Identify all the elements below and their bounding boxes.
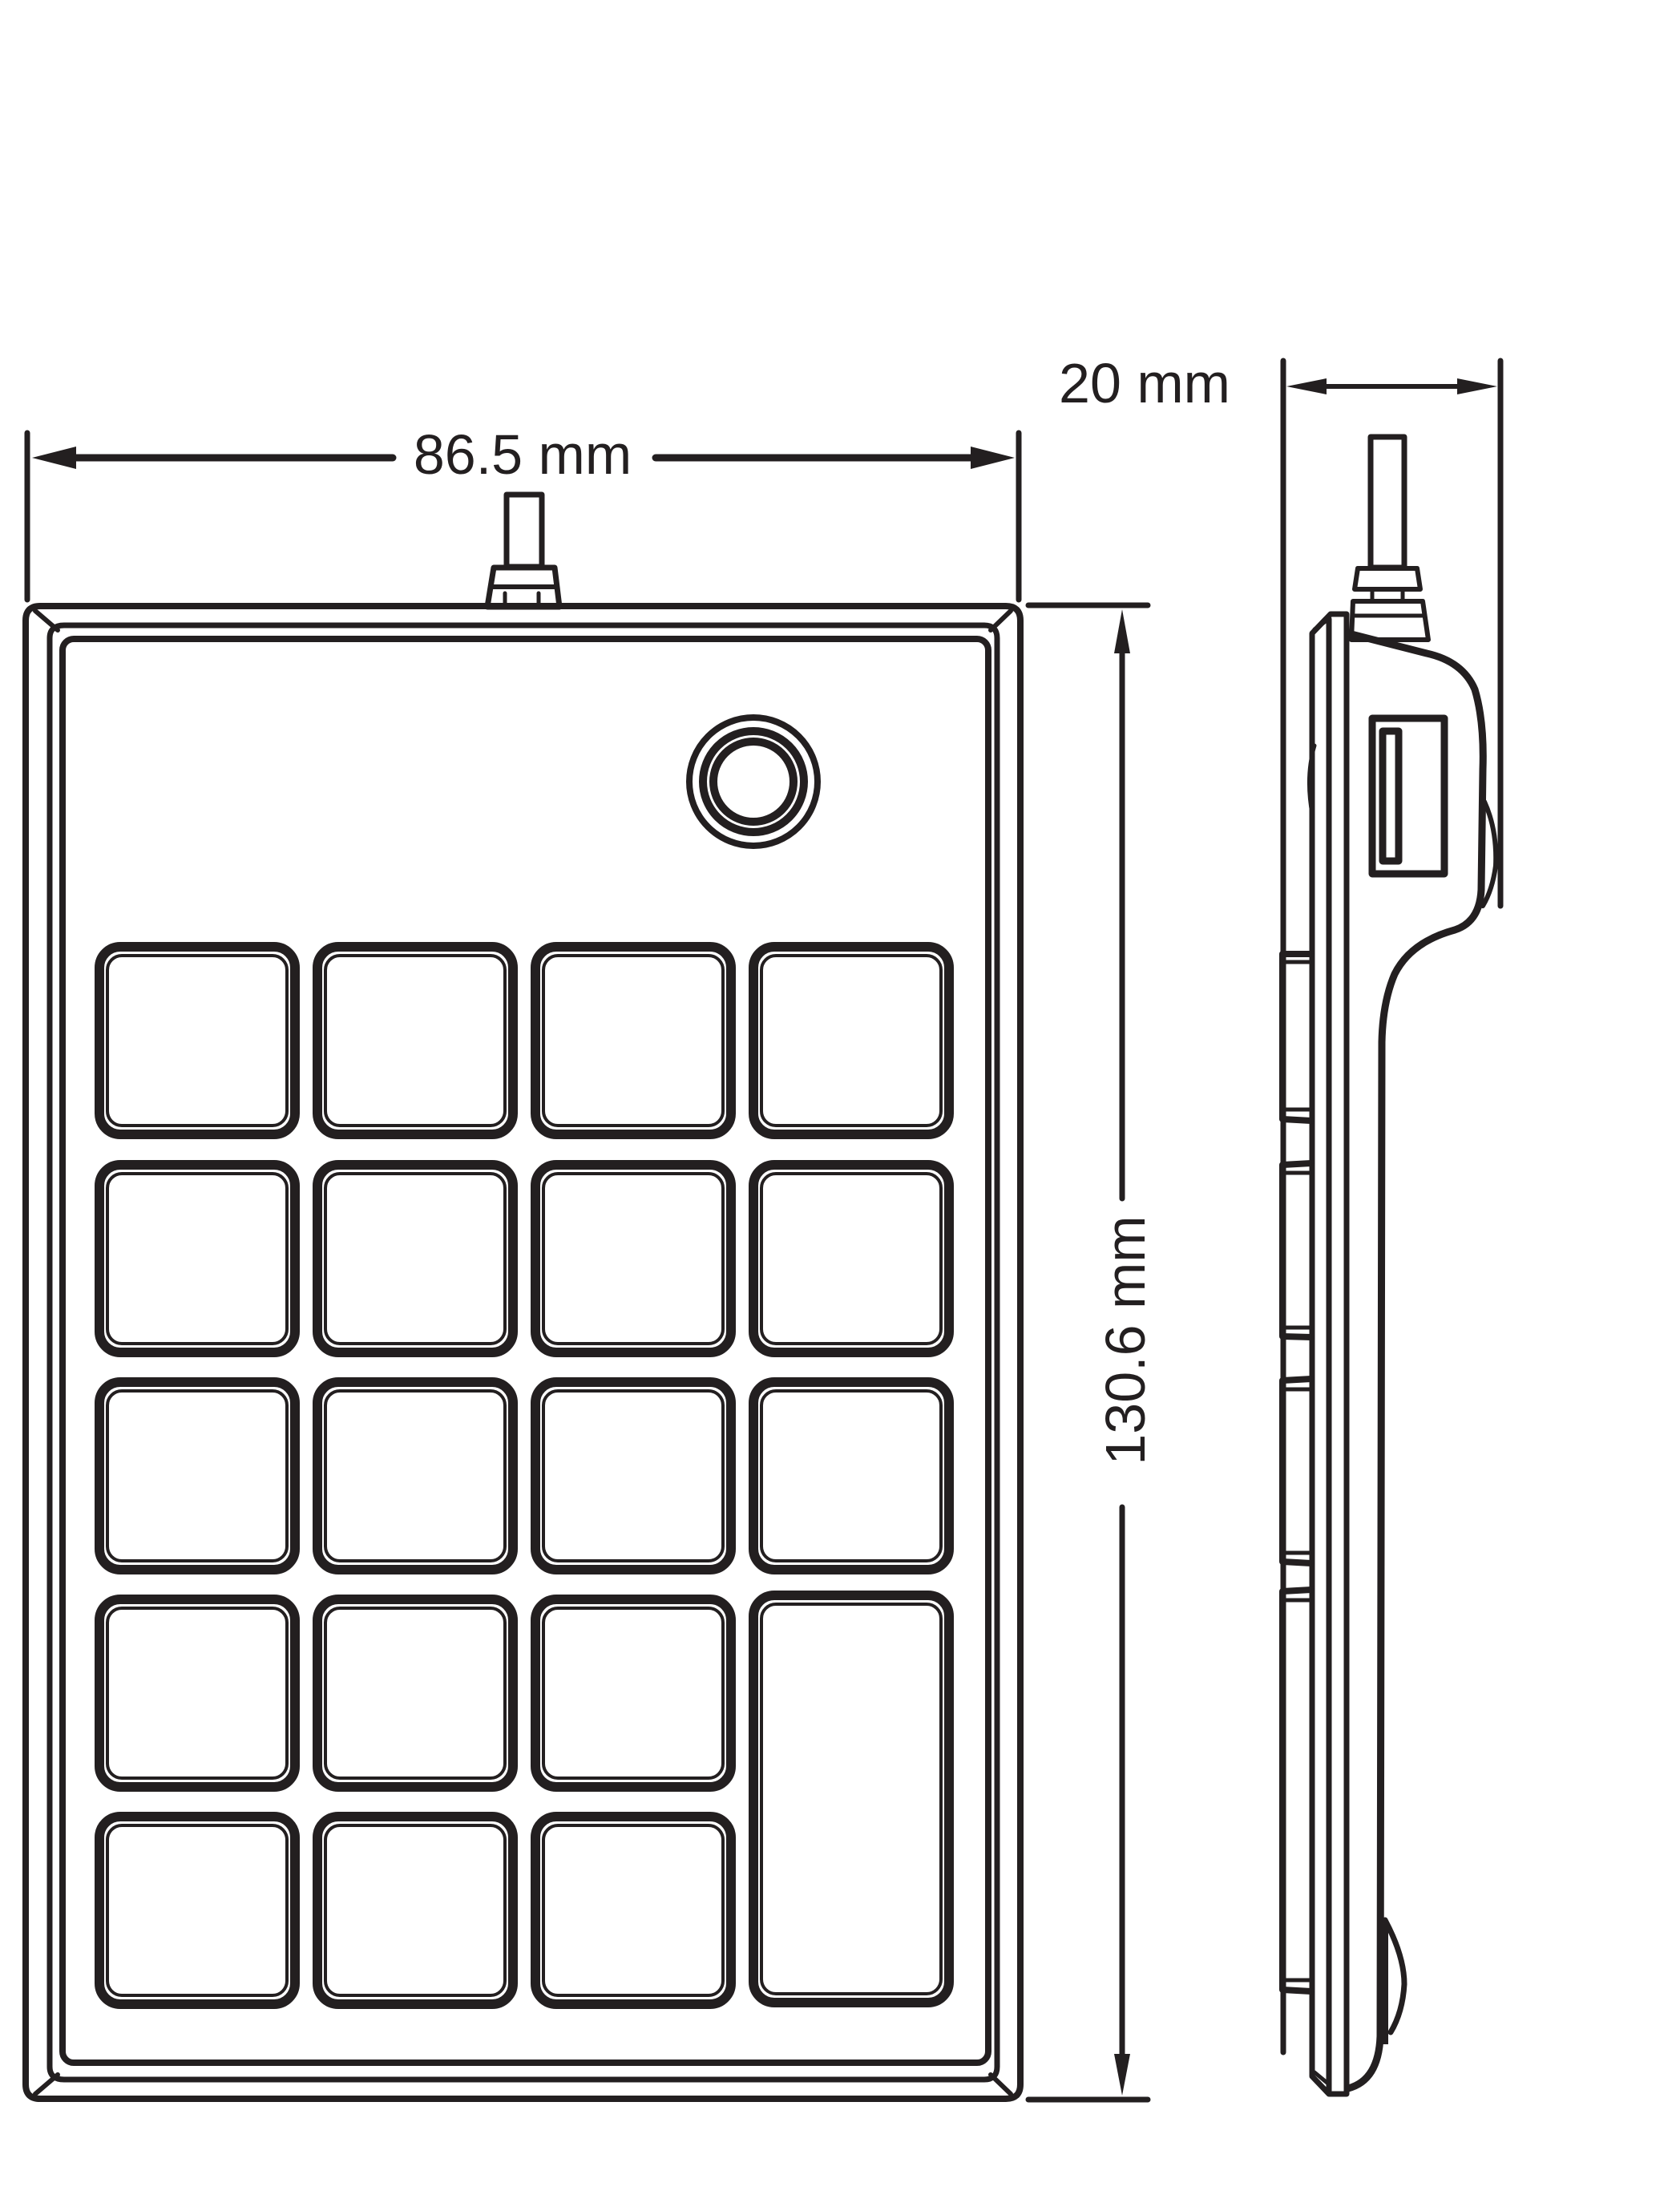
key-r2-c1[interactable] xyxy=(95,1160,300,1357)
ring-button-icon xyxy=(686,714,821,849)
strain-relief-base xyxy=(1349,599,1431,642)
key-r1-c3[interactable] xyxy=(531,942,736,1139)
body-bevel xyxy=(46,622,1000,2083)
key-r1-c1[interactable] xyxy=(95,942,300,1139)
side-view: 20 mm xyxy=(1059,352,1504,2097)
side-key-row2 xyxy=(1279,1160,1315,1340)
round-button[interactable] xyxy=(686,714,821,849)
side-chamfer xyxy=(1312,616,1331,632)
depth-label: 20 mm xyxy=(1059,352,1230,414)
side-keys xyxy=(1279,951,1315,1995)
key-r1-c4[interactable] xyxy=(749,942,954,1139)
side-bezel xyxy=(1309,611,1350,2097)
key-r1-c2[interactable] xyxy=(313,942,518,1139)
arrowhead-left-icon xyxy=(1286,378,1327,394)
key-r5-c1[interactable] xyxy=(95,1812,300,2009)
arrowhead-up-icon xyxy=(1114,609,1130,653)
arrowhead-left-icon xyxy=(32,447,76,469)
side-rear-shell xyxy=(1344,629,1487,2092)
front-cable xyxy=(484,491,563,610)
side-key-row1 xyxy=(1279,951,1315,1124)
key-r3-c4[interactable] xyxy=(749,1377,954,1574)
cable-icon xyxy=(1367,434,1407,571)
arrowhead-right-icon xyxy=(971,447,1015,469)
width-dimension: 86.5 mm xyxy=(24,423,1022,603)
strain-relief xyxy=(1352,566,1423,592)
cable-icon xyxy=(503,491,545,570)
key-r3-c3[interactable] xyxy=(531,1377,736,1574)
side-front-bump xyxy=(1307,743,1317,820)
arrowhead-down-icon xyxy=(1114,2054,1130,2096)
side-foot xyxy=(1382,1917,1407,2035)
top-plate xyxy=(59,636,991,2066)
key-r2-c2[interactable] xyxy=(313,1160,518,1357)
key-r4-c2[interactable] xyxy=(313,1595,518,1792)
key-r5-c3[interactable] xyxy=(531,1812,736,2009)
side-key-row3 xyxy=(1279,1376,1315,1566)
usb-port-tongue xyxy=(1379,727,1403,865)
arrowhead-right-icon xyxy=(1457,378,1497,394)
key-r4-c1[interactable] xyxy=(95,1595,300,1792)
key-r4-c4-tall[interactable] xyxy=(749,1591,954,2007)
ring-button-core xyxy=(709,738,798,826)
usb-port[interactable] xyxy=(1368,714,1448,878)
key-r3-c1[interactable] xyxy=(95,1377,300,1574)
chamfer-line xyxy=(988,608,1013,633)
ring-button-inner xyxy=(699,727,808,836)
chamfer-line xyxy=(988,2072,1013,2096)
side-rear-tab xyxy=(1480,799,1499,908)
key-r2-c4[interactable] xyxy=(749,1160,954,1357)
side-chamfer xyxy=(1312,2070,1331,2087)
key-r2-c3[interactable] xyxy=(531,1160,736,1357)
height-dimension: 130.6 mm xyxy=(1025,602,1157,2103)
key-r3-c2[interactable] xyxy=(313,1377,518,1574)
body-outer-frame xyxy=(22,603,1024,2102)
width-label: 86.5 mm xyxy=(414,423,632,486)
side-body xyxy=(1307,611,1499,2097)
front-view: 86.5 mm xyxy=(22,423,1157,2103)
usb-port-icon xyxy=(1368,714,1448,878)
side-foot-base xyxy=(1380,1924,1388,2044)
key-r4-c3[interactable] xyxy=(531,1595,736,1792)
side-cable xyxy=(1349,434,1431,642)
keypad-body xyxy=(22,603,1024,2102)
height-label: 130.6 mm xyxy=(1094,1215,1157,1465)
chamfer-line xyxy=(33,608,60,633)
side-key-row4-5 xyxy=(1279,1587,1315,1995)
key-grid xyxy=(95,942,954,2009)
chamfer-line xyxy=(33,2072,60,2096)
key-r5-c2[interactable] xyxy=(313,1812,518,2009)
